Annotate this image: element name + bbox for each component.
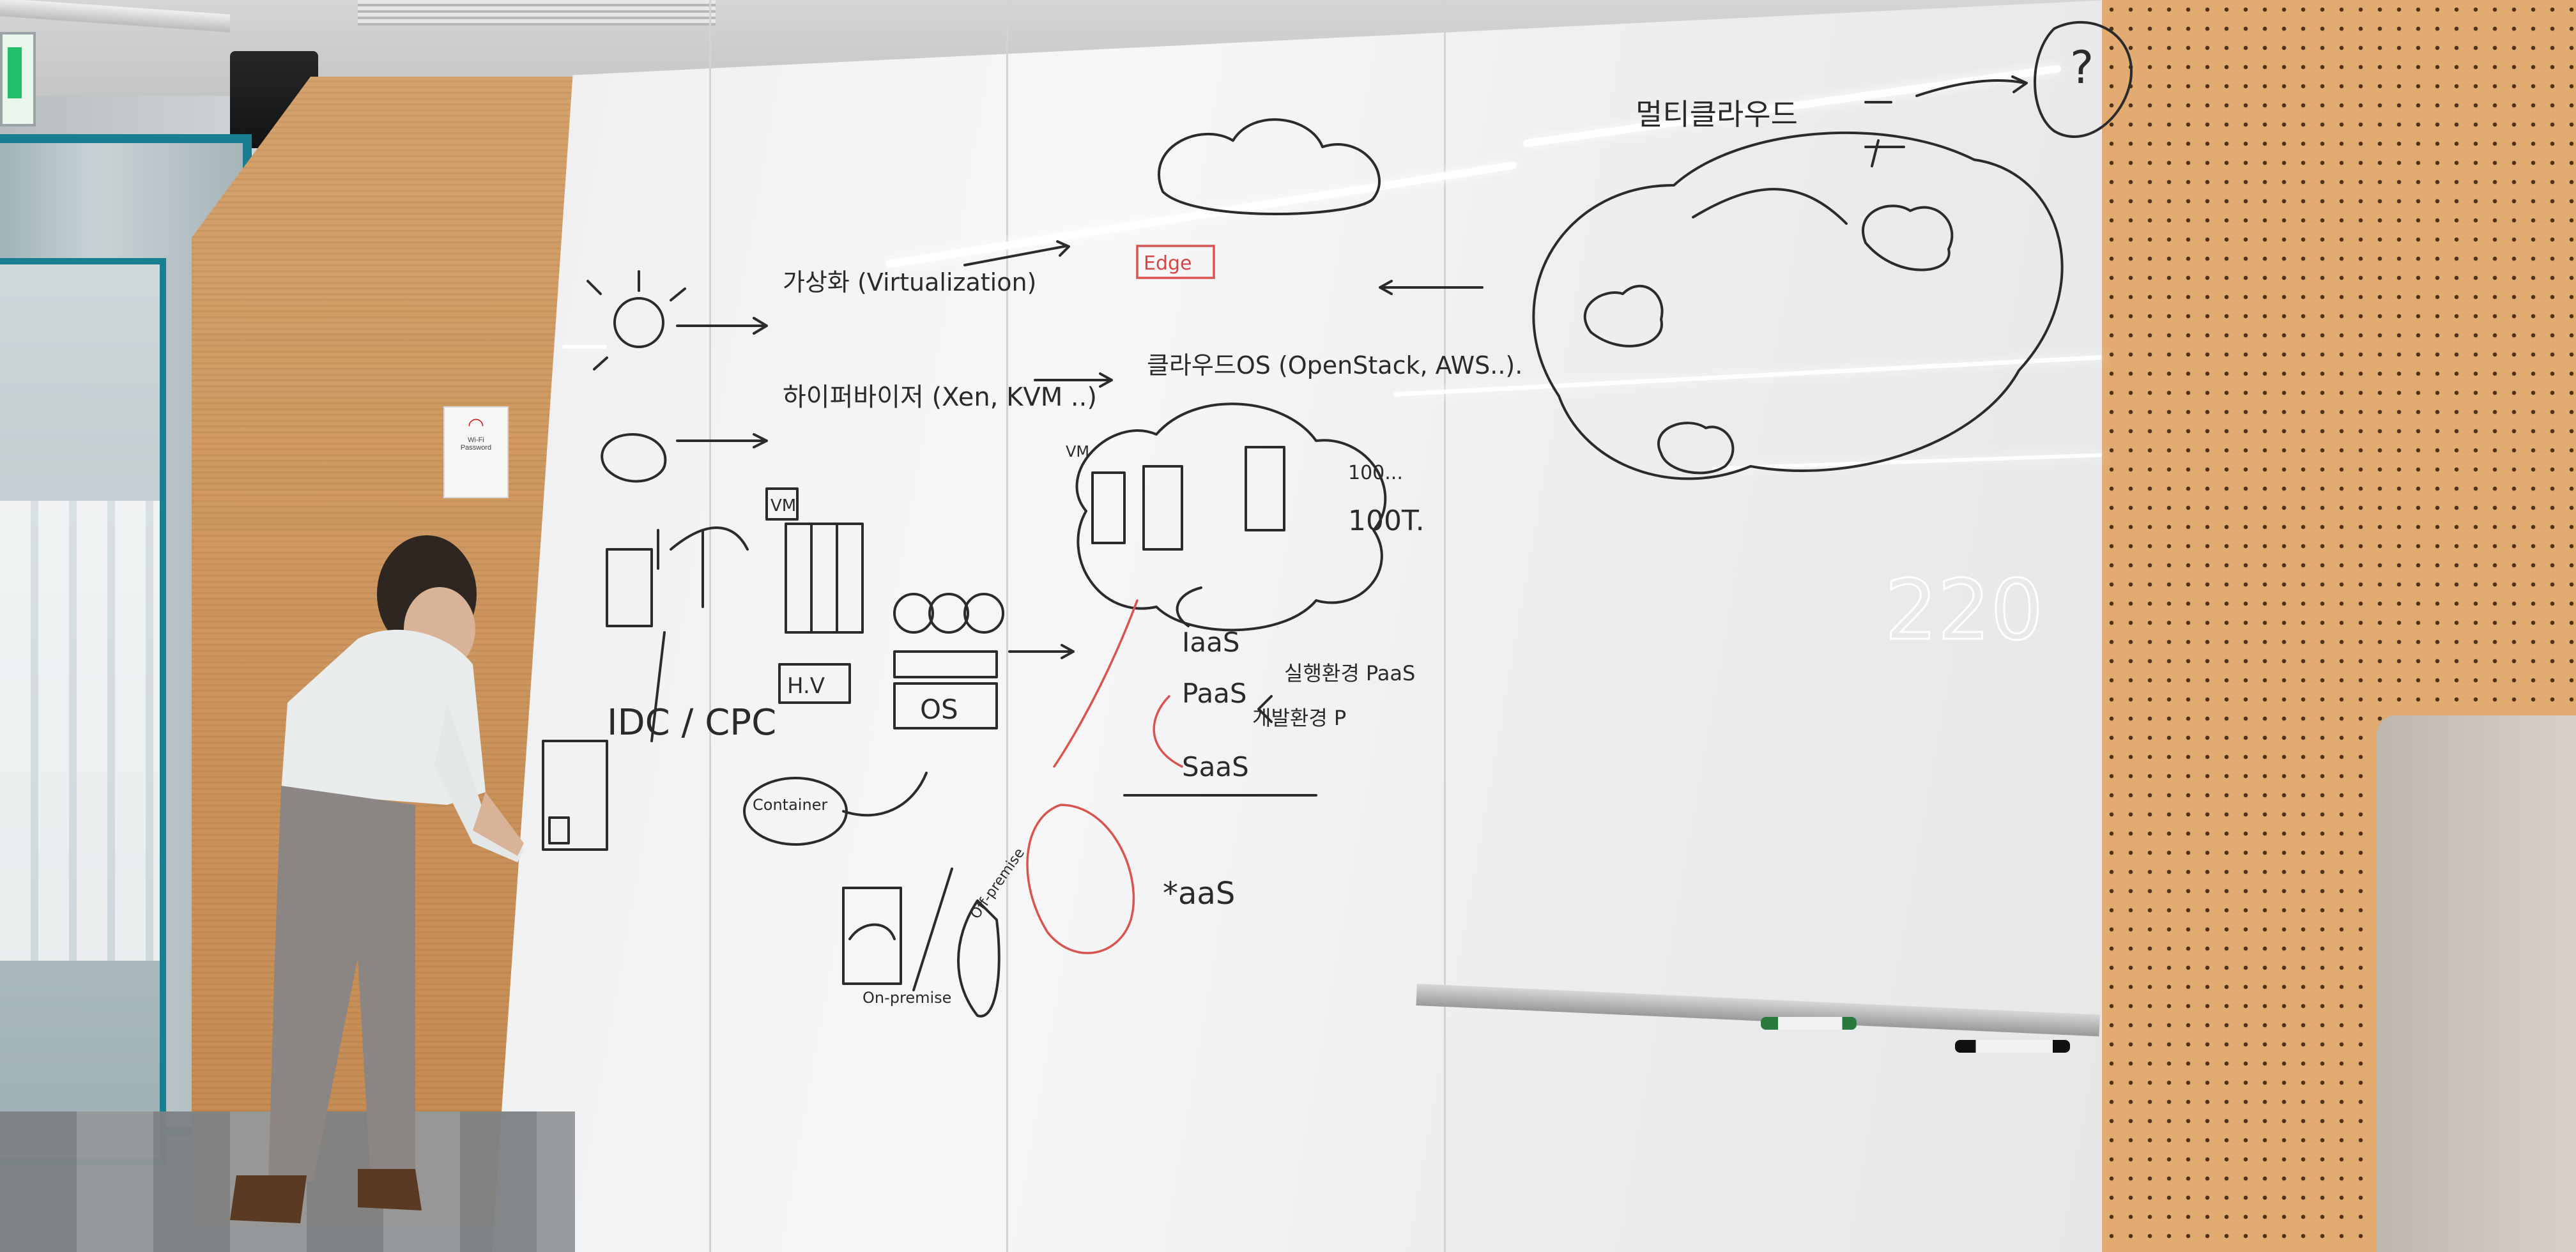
virtualization-label: 가상화 (Virtualization) [783, 268, 1036, 296]
vm-label: VM [770, 496, 796, 515]
green-marker[interactable] [1761, 1017, 1857, 1030]
wifi-icon: ◠ [467, 415, 485, 436]
whiteboard-seam [709, 0, 711, 1252]
whiteboard-seam [1006, 0, 1008, 1252]
person-shirt [281, 629, 486, 805]
hundred-t-label: 100T. [1348, 505, 1425, 537]
exit-sign-icon [0, 32, 36, 126]
wifi-sign-title: Wi-Fi [468, 436, 484, 444]
sketch-middle: 가상화 (Virtualization) 하이퍼바이저 (Xen, KVM ..… [765, 240, 1113, 729]
hv-label: H.V [787, 673, 825, 699]
sketch-right: Edge 클라우드OS (OpenStack, AWS..). VM 100..… [1026, 118, 1522, 954]
person-pants [268, 786, 415, 1182]
os-label: OS [920, 694, 958, 725]
paas-label: PaaS [1182, 678, 1247, 709]
vm-cloud-label: VM [1066, 443, 1089, 461]
xaas-label: *aaS [1163, 876, 1235, 912]
whiteboard-seam [1444, 0, 1446, 1252]
wifi-sign: ◠ Wi-Fi Password [443, 406, 509, 498]
multi-cloud-label: 멀티클라우드 [1636, 97, 1798, 132]
on-premise-label: On-premise [862, 989, 951, 1007]
person-left-shoe [230, 1175, 307, 1223]
person-hand [473, 792, 524, 856]
edge-label: Edge [1144, 252, 1192, 275]
iaas-label: IaaS [1182, 627, 1240, 658]
light-reflection [562, 345, 607, 349]
frosted-glass-pattern [0, 501, 160, 961]
person-right-shoe [358, 1169, 422, 1210]
ceiling-vent [358, 0, 716, 26]
dots-label: 100... [1348, 462, 1403, 484]
container-label: Container [753, 796, 827, 814]
sketch-left: IDC / CPC Container On-premise Off-premi… [542, 270, 1028, 1018]
person [230, 535, 524, 1223]
paas-note-exec: 실행환경 PaaS [1284, 661, 1415, 685]
saas-label: SaaS [1182, 751, 1249, 782]
chair-back [2377, 715, 2576, 1252]
person-arm [434, 703, 524, 862]
paas-note-dev: 개발환경 P [1252, 706, 1346, 730]
question-mark: ? [2070, 42, 2094, 94]
ghost-number: 220 [1885, 561, 2043, 659]
idc-cpc-label: IDC / CPC [607, 702, 776, 744]
hypervisor-label: 하이퍼바이저 (Xen, KVM ..) [783, 383, 1097, 412]
whiteboard [492, 0, 2108, 1252]
wifi-sign-password-label: Password [460, 444, 492, 452]
black-marker[interactable] [1955, 1040, 2070, 1053]
cloud-os-label: 클라우드OS (OpenStack, AWS..). [1147, 351, 1522, 379]
sketch-far-right: 멀티클라우드 ? [1532, 21, 2133, 480]
